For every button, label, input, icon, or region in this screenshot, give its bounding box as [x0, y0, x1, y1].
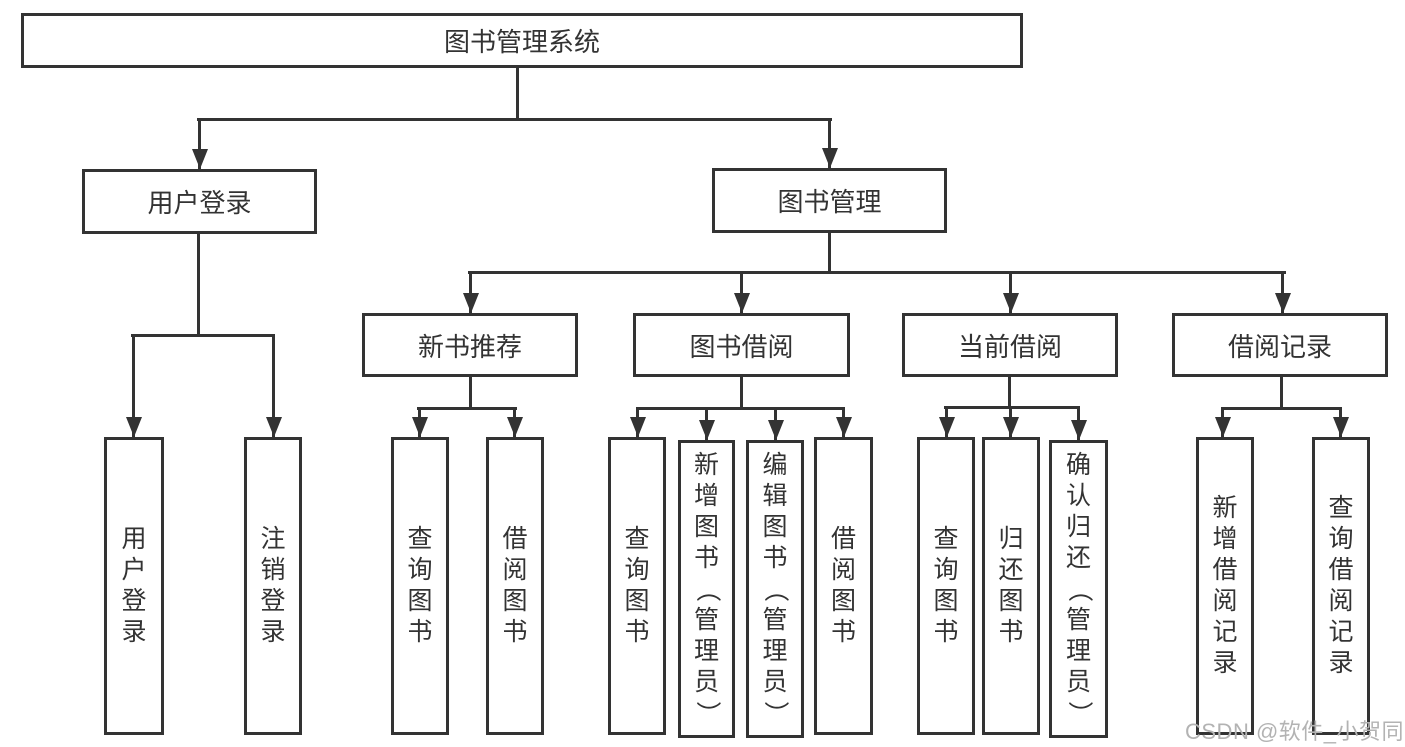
arrow-down-icon [1070, 406, 1087, 440]
node-label: 注销登录 [260, 525, 286, 646]
edge-borrowing-records-stem [1280, 377, 1283, 409]
csdn-watermark: CSDN @软件_小贺同学 [1185, 719, 1405, 744]
node-search-books: 查询图书 [391, 437, 449, 735]
arrow-down-icon [835, 407, 852, 437]
edge-book-management-stem [828, 233, 831, 273]
arrow-down-icon [411, 407, 428, 437]
arrow-down-icon [629, 407, 646, 437]
node-borrow-books: 借阅图书 [486, 437, 544, 735]
arrow-down-icon [506, 407, 523, 437]
node-library-management-system: 图书管理系统 [21, 13, 1023, 68]
arrow-down-icon [1002, 406, 1019, 437]
node-label: 归还图书 [998, 525, 1024, 646]
node-edit-books-admin: 编辑图书（管理员） [746, 440, 804, 738]
edge-new-book-stem [469, 377, 472, 409]
arrow-down-icon [698, 407, 715, 440]
arrow-down-icon [938, 406, 955, 437]
edge-user-login-stem [197, 234, 200, 337]
edge-book-borrowing-stem [740, 377, 743, 409]
node-add-books-admin: 新增图书（管理员） [678, 440, 735, 738]
node-current-borrowing: 当前借阅 [902, 313, 1118, 377]
node-borrowing-records: 借阅记录 [1172, 313, 1388, 377]
arrow-down-icon [767, 407, 784, 440]
node-label: 用户登录 [147, 188, 252, 218]
edge-root-stem [516, 68, 519, 119]
node-label: 借阅图书 [502, 525, 528, 646]
node-label: 图书管理系统 [443, 27, 600, 57]
arrow-down-icon [191, 118, 208, 169]
node-label: 当前借阅 [957, 331, 1062, 362]
node-label: 查询图书 [407, 525, 433, 646]
edge-new-book-bar [417, 407, 517, 410]
node-search-books: 查询图书 [608, 437, 666, 735]
node-label: 编辑图书（管理员） [761, 450, 790, 726]
node-new-book-recommendation: 新书推荐 [362, 313, 578, 377]
node-add-borrow-record: 新增借阅记录 [1196, 437, 1254, 735]
node-confirm-return-admin: 确认归还（管理员） [1049, 440, 1108, 738]
node-label: 图书借阅 [689, 331, 794, 362]
node-label: 确认归还（管理员） [1065, 450, 1093, 726]
node-search-borrow-record: 查询借阅记录 [1312, 437, 1370, 735]
edge-user-login-bar [131, 334, 275, 337]
arrow-down-icon [462, 271, 479, 313]
edge-book-borrowing-bar [636, 407, 844, 410]
arrow-down-icon [265, 334, 282, 437]
node-label: 查询借阅记录 [1328, 494, 1354, 677]
node-label: 图书管理 [777, 187, 882, 217]
node-search-books: 查询图书 [917, 437, 975, 735]
node-label: 查询图书 [624, 525, 650, 646]
node-label: 新增图书（管理员） [693, 450, 721, 726]
node-label: 新书推荐 [417, 331, 522, 362]
node-return-books: 归还图书 [982, 437, 1040, 735]
node-logout-action: 注销登录 [244, 437, 302, 735]
edge-current-borrowing-stem [1008, 377, 1011, 408]
node-label: 查询图书 [933, 525, 959, 646]
arrow-down-icon [733, 271, 750, 313]
node-book-borrowing: 图书借阅 [633, 313, 850, 377]
arrow-down-icon [821, 118, 838, 168]
node-book-management: 图书管理 [712, 168, 947, 233]
edge-level3-bar [468, 271, 1286, 274]
node-label: 借阅记录 [1227, 331, 1332, 362]
arrow-down-icon [1332, 407, 1349, 437]
node-borrow-books: 借阅图书 [814, 437, 873, 735]
node-label: 用户登录 [121, 525, 147, 646]
arrow-down-icon [1002, 271, 1019, 313]
arrow-down-icon [125, 334, 142, 437]
arrow-down-icon [1274, 271, 1291, 313]
node-label: 借阅图书 [830, 525, 856, 646]
node-user-login-action: 用户登录 [104, 437, 164, 735]
edge-borrowing-records-bar [1221, 407, 1342, 410]
node-label: 新增借阅记录 [1212, 494, 1238, 677]
arrow-down-icon [1214, 407, 1231, 437]
edge-level2-bar [197, 118, 832, 121]
node-user-login: 用户登录 [82, 169, 317, 234]
